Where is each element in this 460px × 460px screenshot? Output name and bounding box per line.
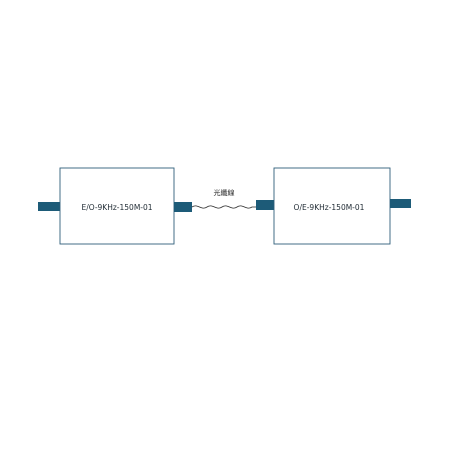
oe-module: O/E-9KHz-150M-01	[256, 167, 411, 245]
fiber-cable	[191, 205, 256, 209]
fiber-label: 光纖線	[214, 188, 235, 197]
oe-module-box	[273, 167, 391, 245]
eo-module-label: E/O-9KHz-150M-01	[81, 203, 152, 212]
oe-output-connector	[390, 199, 411, 208]
eo-output-connector	[174, 202, 192, 212]
fiber-link: 光纖線	[191, 188, 256, 209]
eo-input-connector	[38, 202, 60, 211]
eo-module-box	[59, 167, 175, 245]
oe-module-label: O/E-9KHz-150M-01	[294, 203, 365, 212]
eo-module: E/O-9KHz-150M-01	[38, 167, 192, 245]
oe-input-connector	[256, 200, 274, 210]
